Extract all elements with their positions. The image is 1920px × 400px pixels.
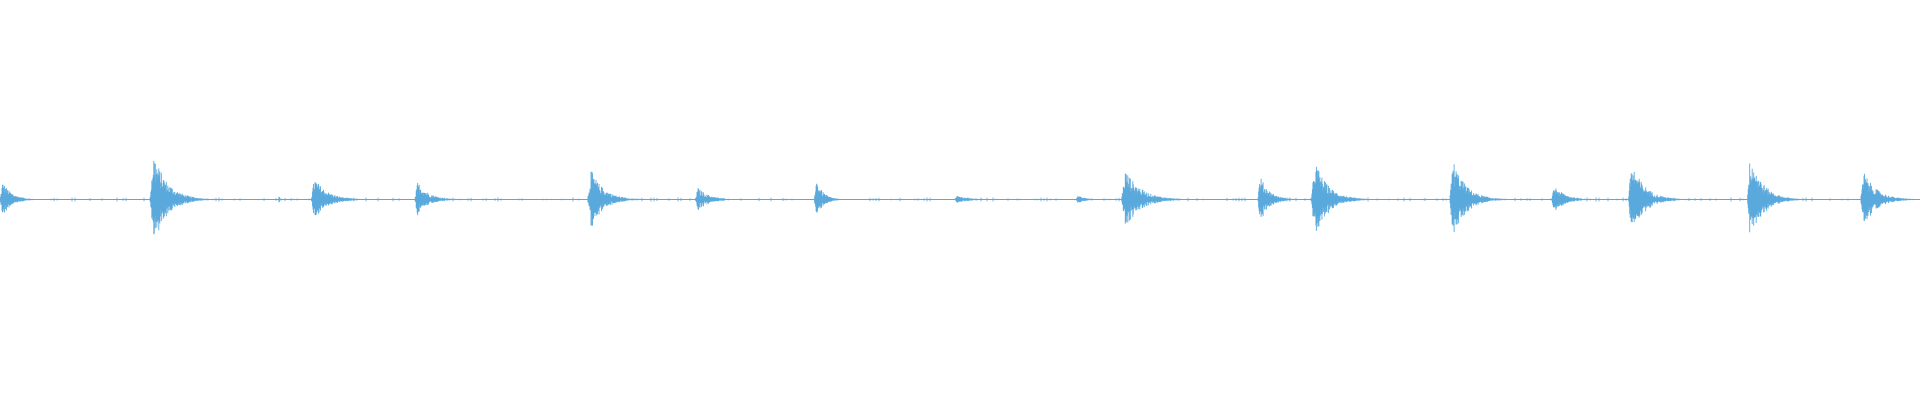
waveform-burst [0,184,43,213]
waveform-burst [311,182,369,216]
waveform-bursts [0,160,1919,235]
waveform-burst [149,160,212,235]
waveform-burst [414,183,465,216]
waveform-burst [587,171,646,226]
waveform-burst [1257,178,1301,217]
waveform-burst [1860,173,1919,221]
waveform-burst [1121,173,1191,224]
waveform-burst [1075,196,1114,203]
waveform-burst [1551,188,1602,210]
waveform-burst [1628,172,1687,223]
waveform-burst [814,183,846,213]
waveform-noise [8,197,1906,202]
waveform-burst [1747,163,1802,233]
waveform-burst [954,196,1012,203]
waveform-burst [1449,164,1508,233]
waveform-burst [1311,166,1370,231]
